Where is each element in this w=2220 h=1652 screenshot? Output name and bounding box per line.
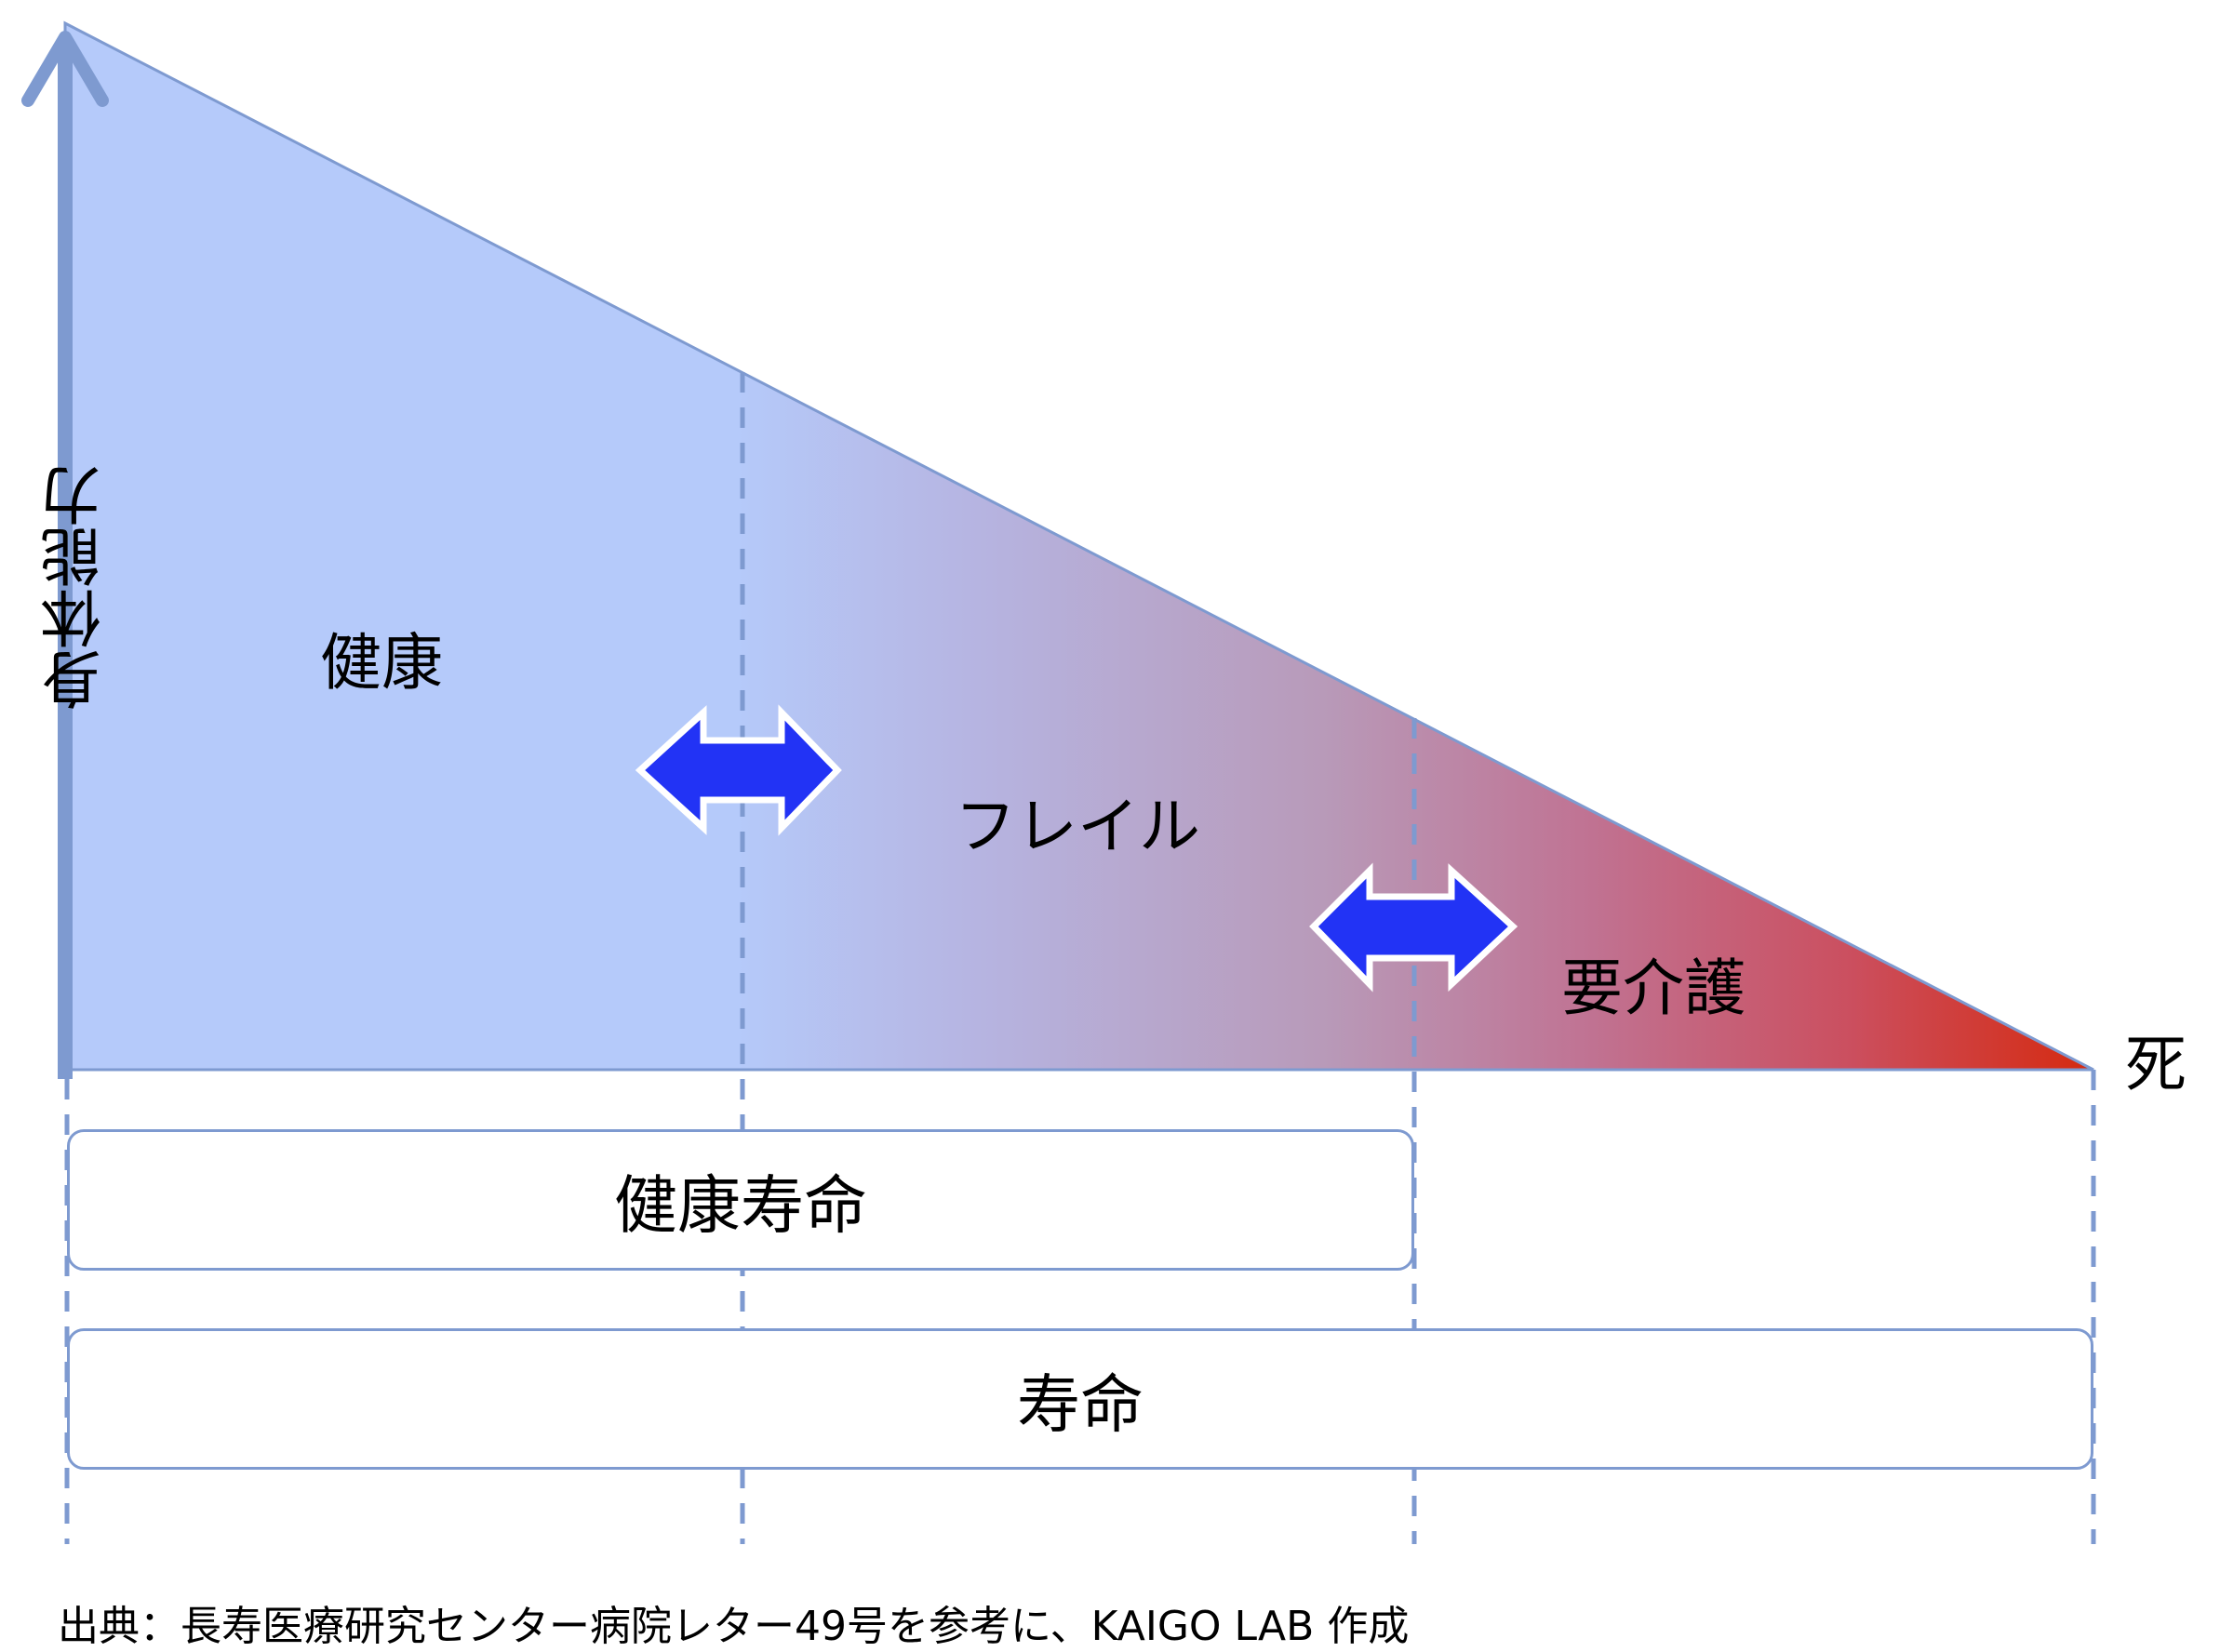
healthy-lifespan-label: 健康寿命 (613, 1169, 867, 1244)
stage-label-death: 死 (2125, 1029, 2187, 1100)
double-arrow-icon (635, 704, 842, 836)
stage-label-frailty: フレイル (955, 791, 1200, 862)
stage-label-healthy: 健康 (320, 627, 443, 699)
double-arrow-icon (1309, 862, 1518, 993)
lifespan-label: 寿命 (1016, 1368, 1143, 1443)
healthy-lifespan-bar: 健康寿命 (67, 1129, 1414, 1271)
stage-label-care-needed: 要介護 (1561, 953, 1745, 1024)
physical-ability-area (63, 20, 2094, 1072)
y-axis-label: 身体能力 (40, 465, 112, 711)
source-caption: 出典：長寿医療研究センター病院レター49号を参考に、KAIGO LAB 作成 (58, 1603, 1410, 1650)
lifespan-bar: 寿命 (67, 1328, 2093, 1470)
y-axis-arrowhead (21, 31, 109, 107)
